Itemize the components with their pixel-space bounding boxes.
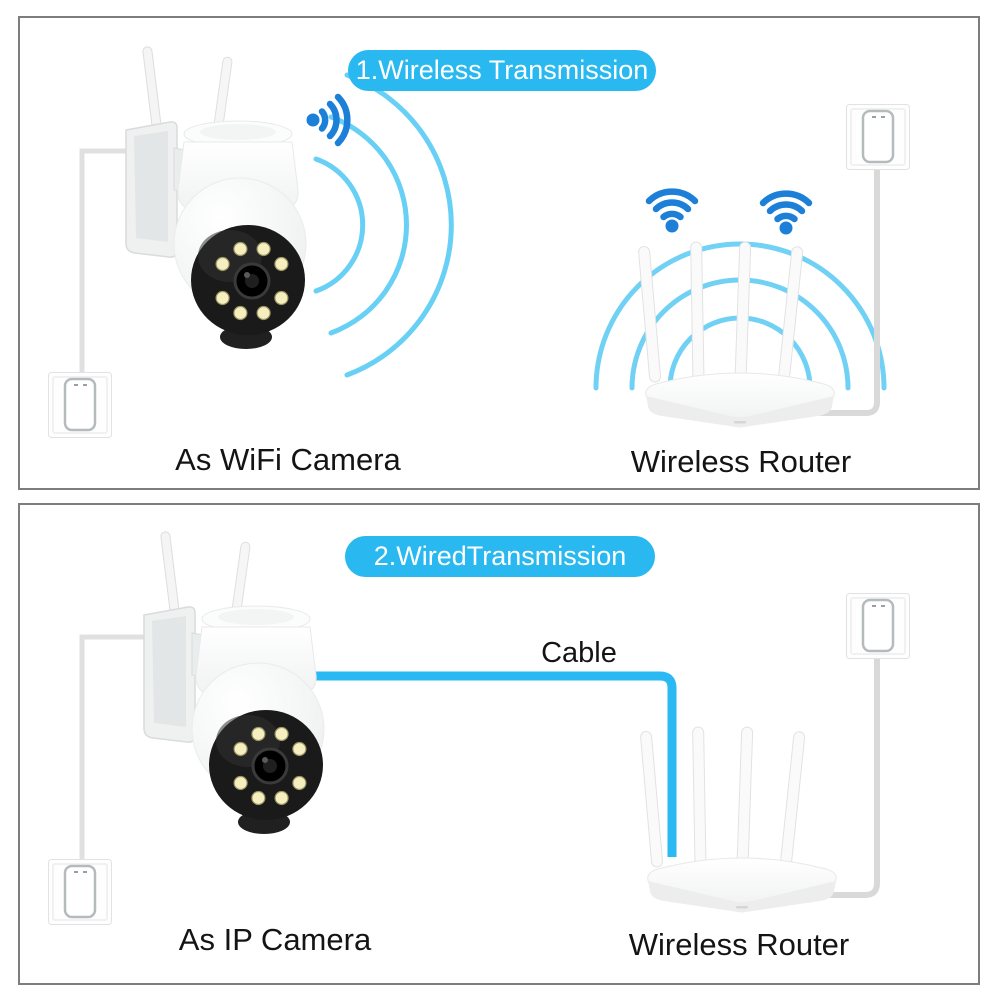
section-title-badge: 2.WiredTransmission	[345, 536, 655, 577]
section-title-badge: 1.Wireless Transmission	[348, 50, 656, 91]
router-label: Wireless Router	[630, 444, 852, 479]
wall-outlet	[47, 371, 113, 439]
wireless-scene	[47, 44, 911, 439]
wired-scene	[47, 529, 911, 926]
camera-label: As IP Camera	[178, 922, 372, 957]
network-cable	[300, 671, 677, 857]
panel-wired-transmission: 2.WiredTransmission Cable As IP Camera W…	[18, 503, 980, 985]
panel-wireless-transmission: 1.Wireless Transmission As WiFi Camera W…	[18, 16, 980, 490]
wall-outlet	[47, 858, 113, 926]
router-power-cable	[818, 657, 880, 898]
cable-label: Cable	[541, 637, 617, 669]
wireless-router-illustration	[637, 241, 835, 428]
wifi-camera-illustration	[124, 44, 308, 351]
router-label: Wireless Router	[628, 927, 850, 962]
camera-label: As WiFi Camera	[175, 442, 401, 477]
camera-signal-arcs	[313, 72, 454, 378]
wall-outlet	[845, 103, 911, 171]
ip-camera-illustration	[142, 529, 326, 836]
wifi-icon	[649, 192, 695, 233]
router-power-cable	[820, 168, 880, 416]
wifi-icon	[763, 194, 809, 235]
wall-outlet	[845, 592, 911, 660]
